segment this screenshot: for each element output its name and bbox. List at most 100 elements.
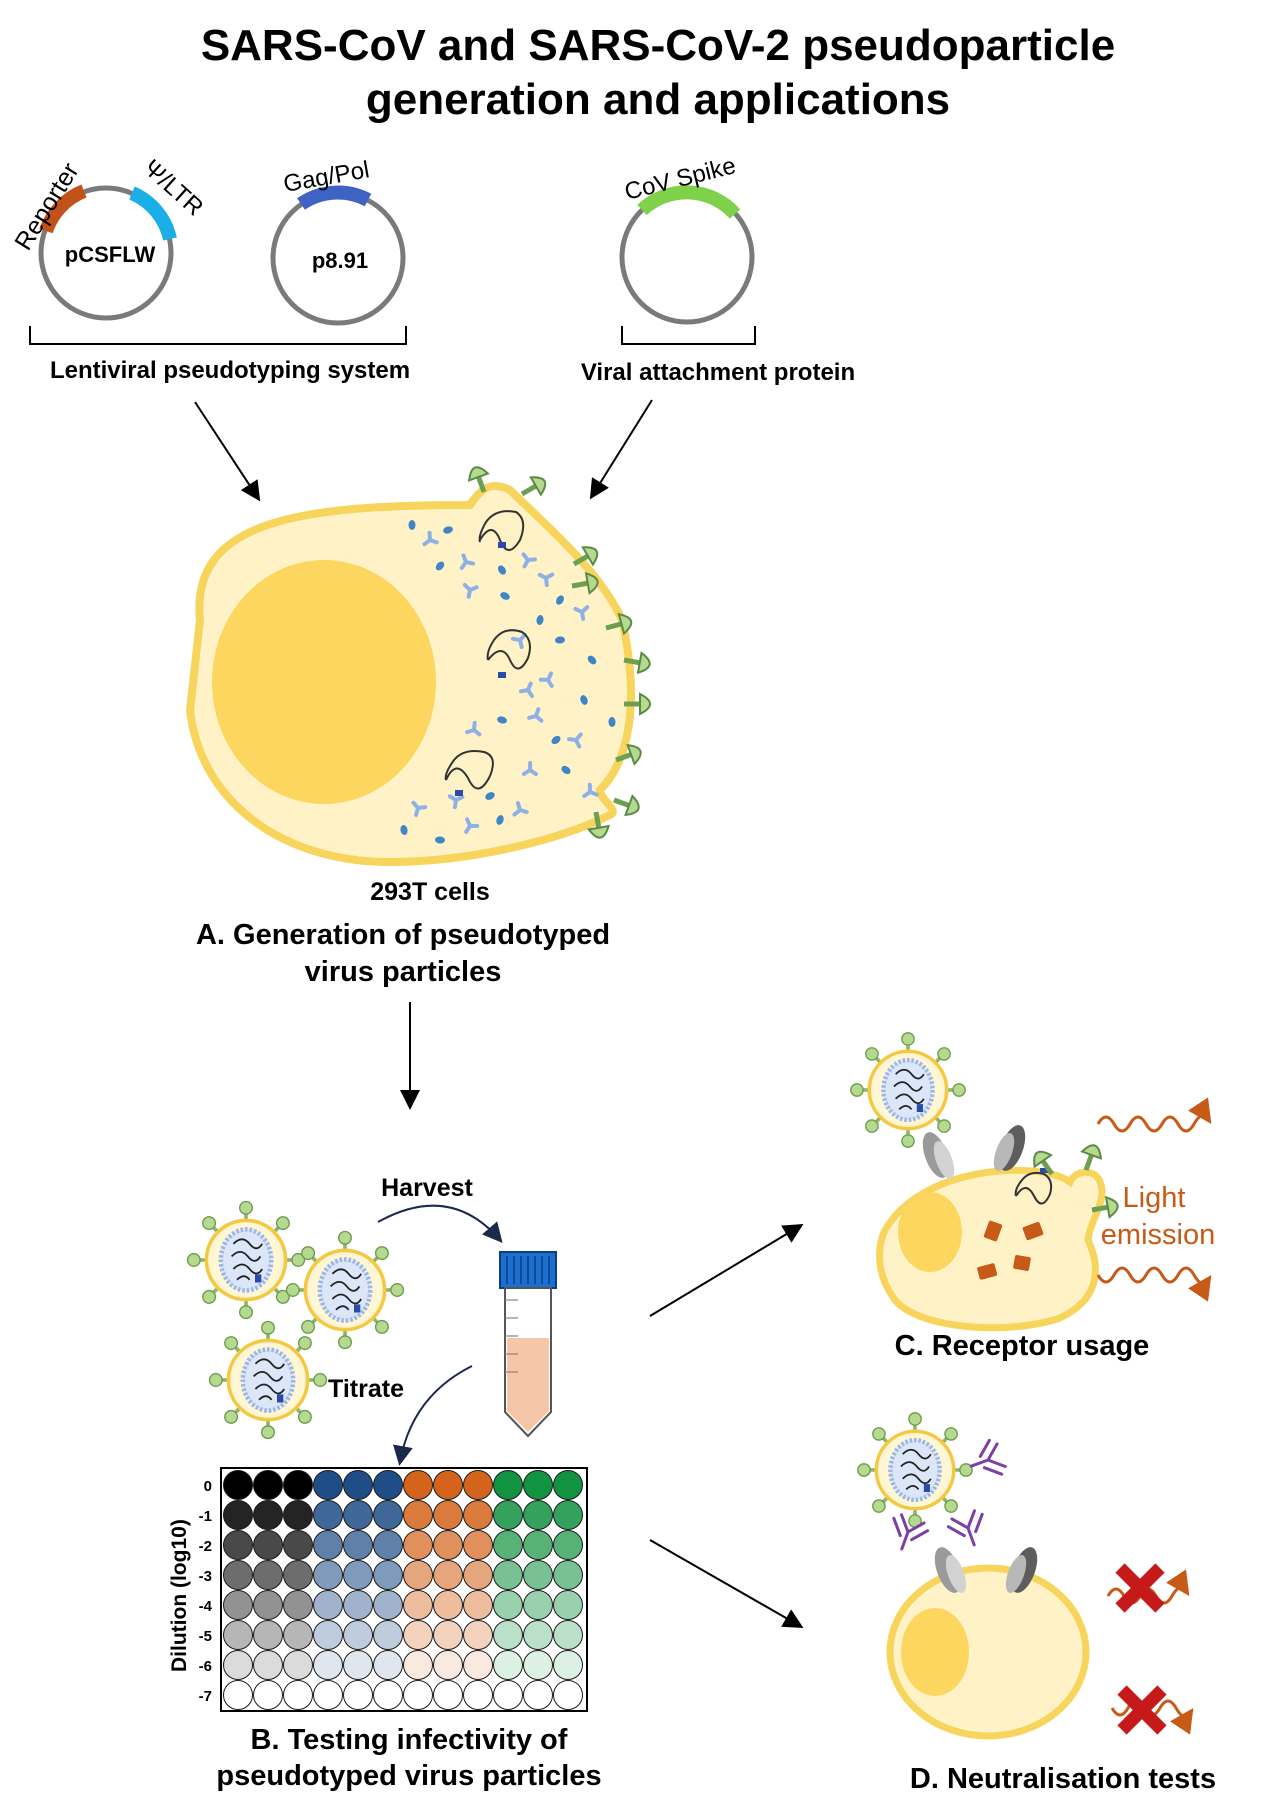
gag-protein: [497, 716, 507, 724]
plate-well: [523, 1560, 553, 1590]
protein-dots: [400, 520, 616, 844]
plate-well: [493, 1620, 523, 1650]
gag-protein: [435, 836, 445, 844]
plate-well: [373, 1680, 403, 1710]
surface-spikes: [467, 466, 651, 839]
plasmid-ring: [38, 185, 174, 321]
antibody: [946, 1509, 984, 1547]
plate-well: [223, 1560, 253, 1590]
spike-protein: [908, 1412, 922, 1426]
title-line-1: SARS-CoV and SARS-CoV-2 pseudoparticle: [201, 21, 1115, 70]
spike-protein: [615, 743, 642, 766]
plate-well: [403, 1620, 433, 1650]
plate-well: [433, 1530, 463, 1560]
capsid-protein: [510, 632, 527, 650]
capsid-protein: [447, 794, 465, 810]
plate-well: [313, 1470, 343, 1500]
spike-protein: [374, 1319, 389, 1334]
plate-well: [253, 1620, 283, 1650]
plate-well: [343, 1560, 373, 1590]
panel-a-line-2: virus particles: [305, 956, 502, 988]
plate-well: [463, 1530, 493, 1560]
gag-protein: [561, 765, 571, 775]
spike-protein: [208, 1373, 223, 1387]
spike-protein: [952, 1083, 966, 1097]
antibody: [969, 1438, 1007, 1476]
reporter-label: Reporter: [9, 158, 84, 255]
spike-protein: [186, 1253, 201, 1267]
spike-protein: [202, 1289, 217, 1304]
gag-protein: [608, 717, 616, 727]
psi-ltr-arc: [129, 186, 177, 241]
plate-well: [373, 1530, 403, 1560]
capsid-protein: [527, 707, 544, 723]
plate-well: [463, 1680, 493, 1710]
panel-a-line-1: A. Generation of pseudotyped: [196, 919, 610, 951]
plate-well: [373, 1500, 403, 1530]
plate-well: [283, 1680, 313, 1710]
plasmid-p891: p8.91 Gag/Pol: [270, 156, 406, 326]
gag-protein: [485, 792, 495, 800]
plate-well: [493, 1530, 523, 1560]
plasmid-spike: CoV Spike: [619, 152, 755, 325]
plate-well: [373, 1560, 403, 1590]
capsid-protein: [464, 817, 480, 834]
plate-well: [223, 1650, 253, 1680]
capsid-protein: [573, 605, 590, 621]
plate-well: [553, 1620, 583, 1650]
capsid-protein: [422, 530, 439, 547]
plate-well: [433, 1620, 463, 1650]
virion-panel-c: [850, 1032, 966, 1148]
luciferase-product: [1022, 1221, 1044, 1241]
plate-well: [373, 1620, 403, 1650]
blocked-light-lower: [1110, 1685, 1194, 1735]
spike-protein: [605, 612, 633, 636]
capsid-protein: [521, 761, 538, 777]
spike-protein: [520, 476, 547, 497]
luciferase-product: [983, 1220, 1003, 1242]
gag-protein: [555, 636, 565, 644]
plate-well: [283, 1650, 313, 1680]
spike-protein: [571, 571, 599, 595]
plate-well: [253, 1470, 283, 1500]
plate-well: [553, 1560, 583, 1590]
capsid-protein: [538, 671, 554, 689]
producer-cell-293t: [185, 466, 651, 867]
plate-well: [523, 1500, 553, 1530]
plate-well: [223, 1500, 253, 1530]
spike-protein: [865, 1047, 879, 1061]
plate-well: [553, 1680, 583, 1710]
plate-well: [493, 1560, 523, 1590]
rna-coil-3: [444, 750, 494, 796]
light-wave-upper: [1096, 1097, 1212, 1133]
blocked-light-upper: [1106, 1563, 1190, 1613]
spike-protein: [291, 1253, 306, 1267]
spike-protein: [338, 1230, 352, 1245]
capsid-protein: [462, 582, 479, 599]
spike-protein: [224, 1336, 239, 1351]
plate-well: [463, 1470, 493, 1500]
capsid-protein: [512, 801, 529, 817]
gag-protein: [408, 520, 416, 530]
ace2-receptor: [922, 1132, 955, 1179]
spike-protein: [202, 1216, 217, 1231]
plate-well: [523, 1530, 553, 1560]
capsid-protein: [411, 800, 428, 817]
ace2-receptor: [934, 1547, 967, 1593]
spike-protein: [297, 1336, 312, 1351]
virion: [208, 1320, 328, 1440]
spike-protein: [261, 1320, 275, 1335]
gag-protein: [580, 695, 588, 705]
plate-well: [553, 1470, 583, 1500]
plate-well: [223, 1620, 253, 1650]
virion: [285, 1230, 405, 1350]
plate-well: [343, 1620, 373, 1650]
dilution-tick-label: -7: [199, 1688, 212, 1705]
titrate-arrow: [393, 1365, 473, 1466]
light-wave-lower: [1096, 1266, 1212, 1302]
spike-protein: [623, 651, 651, 675]
plate-well: [553, 1530, 583, 1560]
panel-d-cell: [886, 1547, 1090, 1740]
lentiviral-system-label: Lentiviral pseudotyping system: [50, 357, 410, 384]
collection-tube: [499, 1251, 557, 1438]
